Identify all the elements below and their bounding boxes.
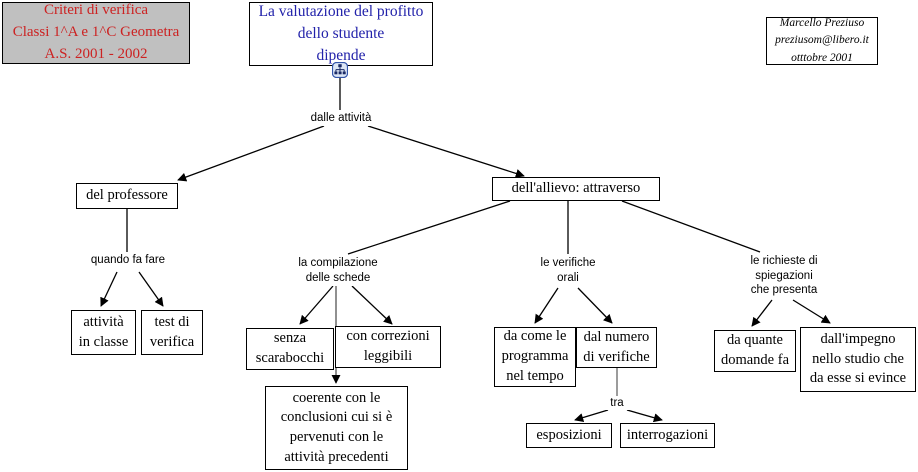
node-attivita-in-classe[interactable]: attività in classe	[71, 310, 136, 355]
course-info-card: Criteri di verifica Classi 1^A e 1^C Geo…	[2, 2, 190, 64]
edge-tra-to-esposizioni	[574, 409, 609, 422]
link-label-le-richieste[interactable]: le richieste di spiegazioni che presenta	[732, 254, 836, 298]
node-root[interactable]: La valutazione del profitto dello studen…	[249, 2, 433, 66]
node-da-come-le-programma[interactable]: da come le programma nel tempo	[494, 327, 576, 387]
edge-compilazione-to-correzioni	[351, 285, 393, 325]
edge-tra-to-interrogazioni	[626, 409, 663, 423]
edge-quando-to-test	[138, 271, 164, 307]
edge-dalle-attivita-to-allievo	[367, 125, 525, 178]
node-senza-scarabocchi[interactable]: senza scarabocchi	[246, 328, 334, 370]
node-test-di-verifica[interactable]: test di verifica	[141, 310, 203, 355]
link-label-dalle-attivita[interactable]: dalle attività	[298, 110, 384, 126]
node-esposizioni[interactable]: esposizioni	[526, 423, 612, 448]
hierarchy-expand-icon[interactable]	[331, 61, 349, 79]
node-dell-allievo[interactable]: dell'allievo: attraverso	[492, 177, 660, 201]
edge-dalle-attivita-to-professore	[177, 125, 325, 182]
edge-allievo-to-richieste	[621, 200, 761, 253]
node-del-professore[interactable]: del professore	[76, 183, 178, 209]
node-con-correzioni-leggibili[interactable]: con correzioni leggibili	[335, 326, 441, 368]
node-coerente-conclusioni[interactable]: coerente con le conclusioni cui si è per…	[265, 386, 408, 470]
edge-verifiche-to-numero	[577, 287, 613, 324]
link-label-quando-fa-fare[interactable]: quando fa fare	[80, 252, 176, 268]
node-dall-impegno-nello-studio[interactable]: dall'impegno nello studio che da esse si…	[800, 327, 916, 392]
edge-richieste-to-impegno	[792, 299, 831, 324]
link-label-le-verifiche-orali[interactable]: le verifiche orali	[524, 256, 612, 286]
edge-richieste-to-domande	[751, 299, 773, 327]
edge-compilazione-to-senza	[299, 285, 334, 325]
edge-verifiche-to-programma	[534, 287, 559, 324]
node-dal-numero-di-verifiche[interactable]: dal numero di verifiche	[576, 327, 657, 368]
node-interrogazioni[interactable]: interrogazioni	[620, 423, 715, 448]
author-info-card: Marcello Preziuso preziusom@libero.it ot…	[766, 17, 878, 65]
edge-allievo-to-compilazione	[347, 200, 511, 255]
link-label-la-compilazione[interactable]: la compilazione delle schede	[288, 256, 388, 286]
link-label-tra[interactable]: tra	[604, 396, 630, 410]
edge-quando-to-attivita	[100, 271, 118, 307]
node-da-quante-domande-fa[interactable]: da quante domande fa	[714, 330, 796, 372]
